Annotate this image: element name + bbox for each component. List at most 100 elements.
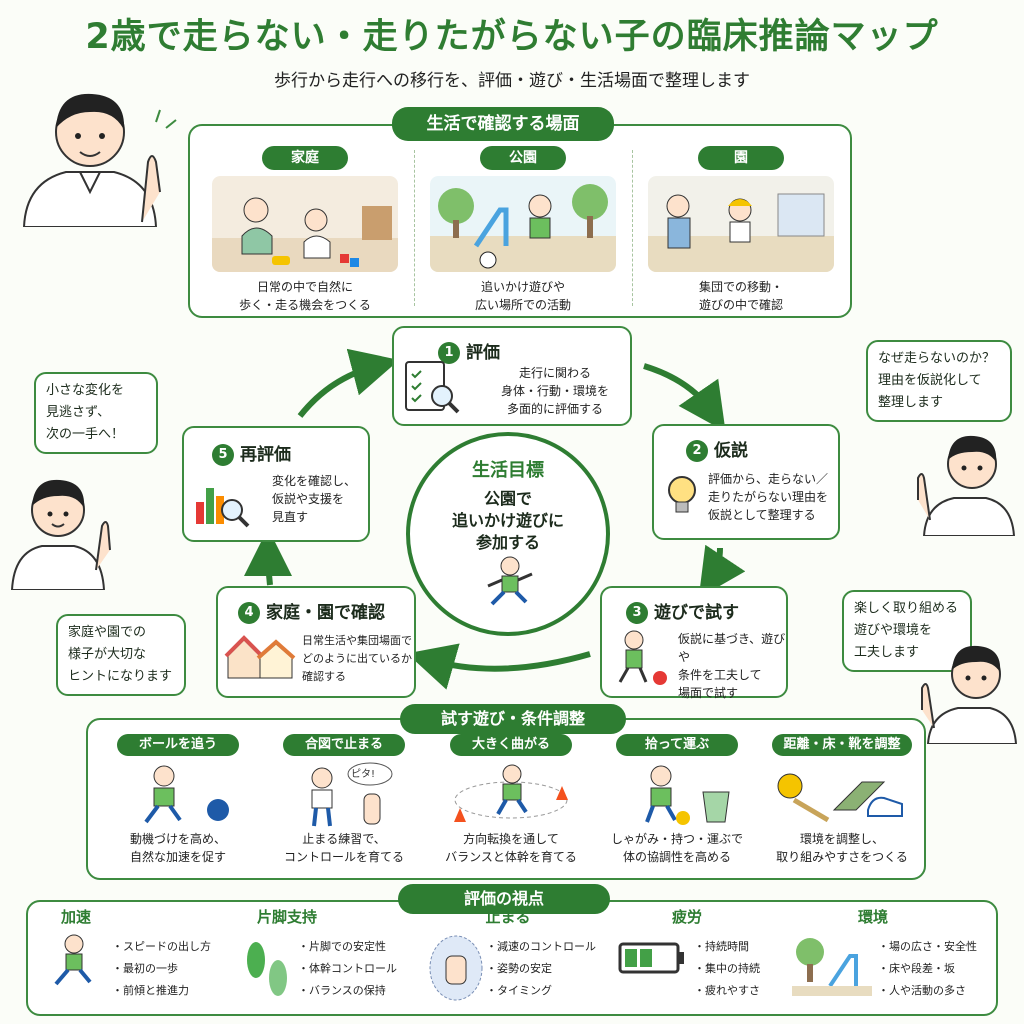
speech-bubble-fun-play: 楽しく取り組める 遊びや環境を 工夫します	[842, 590, 972, 672]
view-points: ・スピードの出し方 ・最初の一歩 ・前傾と推進力	[112, 936, 211, 1002]
step-number-badge: 1	[438, 342, 460, 364]
therapist-left-icon	[10, 479, 111, 590]
life-goal-line-2: 追いかけ遊びに	[451, 511, 564, 530]
view-acceleration: 加速 ・スピードの出し方 ・最初の一歩 ・前傾と推進力	[36, 906, 226, 1010]
step-try-play-body: 仮説に基づき、遊びや 条件を工夫して 場面で試す	[678, 630, 788, 702]
life-goal-title: 生活目標	[472, 460, 544, 481]
view-point: ・前傾と推進力	[112, 984, 189, 997]
play-caption: バランスと体幹を育てる	[445, 850, 577, 864]
scene-home-caption-1: 日常の中で自然に	[256, 280, 353, 294]
scene-divider	[414, 150, 415, 306]
play-caption: 方向転換を通して	[463, 832, 559, 846]
step-text-line: 変化を確認し、	[272, 474, 357, 488]
view-point: ・床や段差・坂	[878, 962, 955, 975]
bubble-line: 工夫します	[854, 645, 920, 660]
play-caption: 自然な加速を促す	[129, 850, 226, 864]
play-label: ボールを追う	[117, 734, 239, 756]
play-label: 距離・床・靴を調整	[772, 734, 912, 756]
bubble-line: 整理します	[878, 395, 944, 410]
view-point: ・減速のコントロール	[486, 940, 596, 953]
stop-hand-icon	[429, 935, 483, 1001]
bubble-line: 次の一手へ！	[46, 427, 125, 442]
page-subtitle: 歩行から走行への移行を、評価・遊び・生活場面で整理します	[274, 71, 750, 91]
step-evaluate-body: 走行に関わる 身体・行動・環境を 多面的に評価する	[480, 364, 630, 418]
chase-ball-icon	[144, 765, 229, 824]
step-text-line: 場面で試す	[678, 686, 739, 700]
step-text-line: どのように出ているか	[302, 652, 412, 665]
life-goal-line-3: 参加する	[475, 533, 540, 552]
bar-chart-magnifier-icon	[196, 488, 250, 528]
view-title: 片脚支持	[256, 908, 317, 926]
cones-turn-icon	[454, 764, 568, 822]
view-point: ・タイミング	[486, 984, 552, 997]
play-adjust-environment: 距離・床・靴を調整 環境を調整し、 取り組みやすさをつくる	[762, 734, 922, 874]
play-label: 合図で止まる	[283, 734, 405, 756]
therapist-pointing-icon	[22, 93, 177, 227]
life-goal-circle: 生活目標 公園で 追いかけ遊びに 参加する	[406, 432, 610, 636]
play-caption: 止まる練習で、	[302, 832, 386, 846]
play-pick-carry: 拾って運ぶ しゃがみ・持つ・運ぶで 体の協調性を高める	[596, 734, 758, 874]
play-label: 拾って運ぶ	[616, 734, 738, 756]
arrow-5-to-1	[297, 348, 400, 418]
bubble-line: 遊びや環境を	[854, 623, 933, 638]
stop-speech-text: ピタ!	[350, 769, 375, 780]
houses-icon	[224, 635, 296, 679]
step-number-badge: 2	[686, 440, 708, 462]
battery-icon	[618, 942, 684, 974]
bubble-line: なぜ走らないのか？	[878, 351, 996, 366]
running-child-icon	[54, 934, 92, 986]
scene-park-caption-2: 広い場所での活動	[474, 298, 571, 312]
child-ball-icon	[618, 630, 667, 685]
view-point: ・スピードの出し方	[112, 940, 211, 953]
therapist-right-bottom-icon	[921, 645, 1018, 744]
bubble-line: 小さな変化を	[46, 383, 125, 398]
step-reevaluate-body: 変化を確認し、 仮説や支援を 見直す	[272, 472, 370, 526]
play-stop-signal: 合図で止まる ピタ! 止まる練習で、 コントロールを育てる	[264, 734, 424, 874]
tape-floor-shoe-icon	[777, 773, 903, 823]
step-text-line: 多面的に評価する	[506, 402, 603, 416]
play-big-turn: 大きく曲がる 方向転換を通して バランスと体幹を育てる	[428, 734, 594, 874]
play-label: 大きく曲がる	[450, 734, 572, 756]
view-point: ・疲れやすさ	[694, 984, 760, 997]
step-text-line: 仮説や支援を	[272, 492, 345, 506]
scene-nursery-caption-2: 遊びの中で確認	[698, 298, 783, 312]
play-caption: 環境を調整し、	[799, 832, 884, 846]
view-point: ・人や活動の多さ	[878, 984, 966, 997]
step-title-text: 遊びで試す	[654, 603, 739, 623]
scene-home-caption-2: 歩く・走る機会をつくる	[239, 298, 371, 312]
bubble-line: 理由を仮説化して	[878, 373, 982, 388]
bubble-line: 見逃さず、	[46, 405, 111, 420]
view-point: ・体幹コントロール	[298, 962, 397, 975]
view-points: ・持続時間 ・集中の持続 ・疲れやすさ	[694, 936, 760, 1002]
pick-carry-icon	[645, 765, 730, 825]
step-title-text: 仮説	[714, 441, 748, 461]
view-point: ・集中の持続	[694, 962, 760, 975]
view-points: ・場の広さ・安全性 ・床や段差・坂 ・人や活動の多さ	[878, 936, 977, 1002]
bubble-line: 様子が大切な	[68, 647, 147, 662]
step-text-line: 見直す	[272, 510, 309, 524]
view-points: ・片脚での安定性 ・体幹コントロール ・バランスの保持	[298, 936, 397, 1002]
play-caption: 動機づけを高め、	[129, 832, 226, 846]
play-caption: 体の協調性を高める	[622, 850, 731, 864]
park-play-illustration-icon	[430, 176, 616, 272]
arrow-3-to-4	[406, 643, 591, 690]
view-point: ・姿勢の安定	[486, 962, 552, 975]
scene-park-caption-1: 追いかけ遊びや	[480, 280, 565, 294]
view-title: 疲労	[671, 908, 702, 926]
view-stopping: 止まる ・減速のコントロール ・姿勢の安定 ・タイミング	[428, 906, 608, 1010]
step-text-line: 身体・行動・環境を	[500, 384, 609, 398]
scene-nursery: 園 集団での移動・ 遊びの中で確認	[638, 146, 844, 312]
speech-bubble-small-changes: 小さな変化を 見逃さず、 次の一手へ！	[34, 372, 158, 454]
view-title: 環境	[857, 908, 888, 926]
step-number-badge: 4	[238, 602, 260, 624]
view-point: ・場の広さ・安全性	[878, 940, 977, 953]
step-text-line: 日常生活や集団場面で	[302, 634, 412, 647]
home-play-illustration-icon	[212, 176, 398, 272]
speech-bubble-home-hints: 家庭や園での 様子が大切な ヒントになります	[56, 614, 186, 696]
